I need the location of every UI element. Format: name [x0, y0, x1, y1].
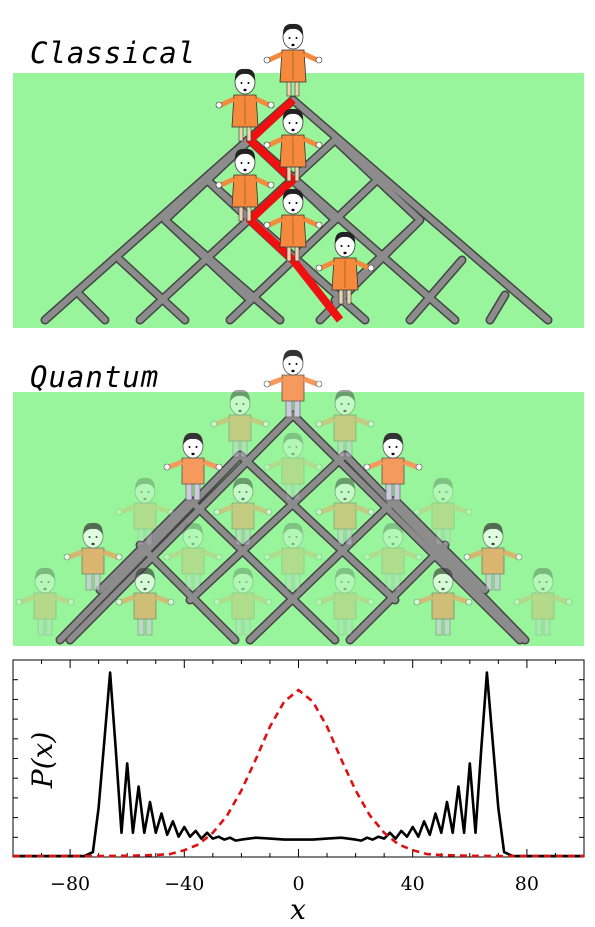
classical-red-path — [246, 97, 344, 323]
quantum-panel — [13, 0, 584, 646]
x-tick-label: 40 — [401, 873, 425, 895]
quantum-distribution-line — [13, 671, 584, 858]
x-tick-label: −40 — [164, 873, 204, 895]
x-tick-labels: −80 −40 0 40 80 — [50, 873, 539, 895]
x-tick-label: 0 — [292, 873, 304, 895]
y-axis-title: P(x) — [26, 732, 59, 789]
classical-distribution-line — [13, 688, 584, 858]
x-tick-label: 80 — [515, 873, 539, 895]
quantum-label: Quantum — [30, 360, 160, 394]
classical-panel — [13, 0, 584, 328]
classical-label: Classical — [30, 36, 197, 70]
quantum-lattice — [55, 410, 530, 645]
x-tick-label: −80 — [50, 873, 90, 895]
x-axis-title: x — [290, 893, 306, 926]
